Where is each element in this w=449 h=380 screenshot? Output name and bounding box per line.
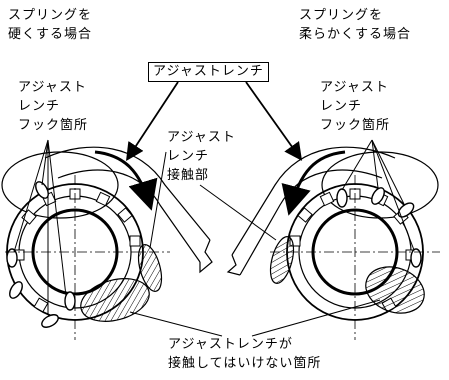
contact-leaders xyxy=(149,151,277,249)
right-title-arrow xyxy=(245,81,303,161)
no-contact-leaders xyxy=(129,299,381,337)
left-rotation-arrow xyxy=(94,150,158,211)
right-nocontact-hatch xyxy=(365,266,425,314)
left-heading: スプリングを 硬くする場合 xyxy=(8,8,93,42)
right-rotation-arrow xyxy=(281,150,346,216)
right-contact-hatch xyxy=(269,236,295,284)
contact-label: アジャスト レンチ 接触部 xyxy=(167,130,236,183)
right-hook-label: アジャスト レンチ フック箇所 xyxy=(320,80,391,133)
right-heading: スプリングを 柔らかくする場合 xyxy=(299,8,412,42)
left-contact-hatch xyxy=(137,244,163,292)
left-title-arrow xyxy=(126,81,179,162)
left-hook-points xyxy=(6,181,76,328)
wrench-title: アジャストレンチ xyxy=(148,62,269,82)
left-assembly xyxy=(1,139,213,340)
right-assembly xyxy=(226,139,440,340)
left-hook-label: アジャスト レンチ フック箇所 xyxy=(18,80,89,133)
right-hook-points xyxy=(336,187,422,268)
no-contact-label: アジャストレンチが 接触してはいけない箇所 xyxy=(168,337,322,371)
left-nocontact-hatch xyxy=(80,278,150,322)
